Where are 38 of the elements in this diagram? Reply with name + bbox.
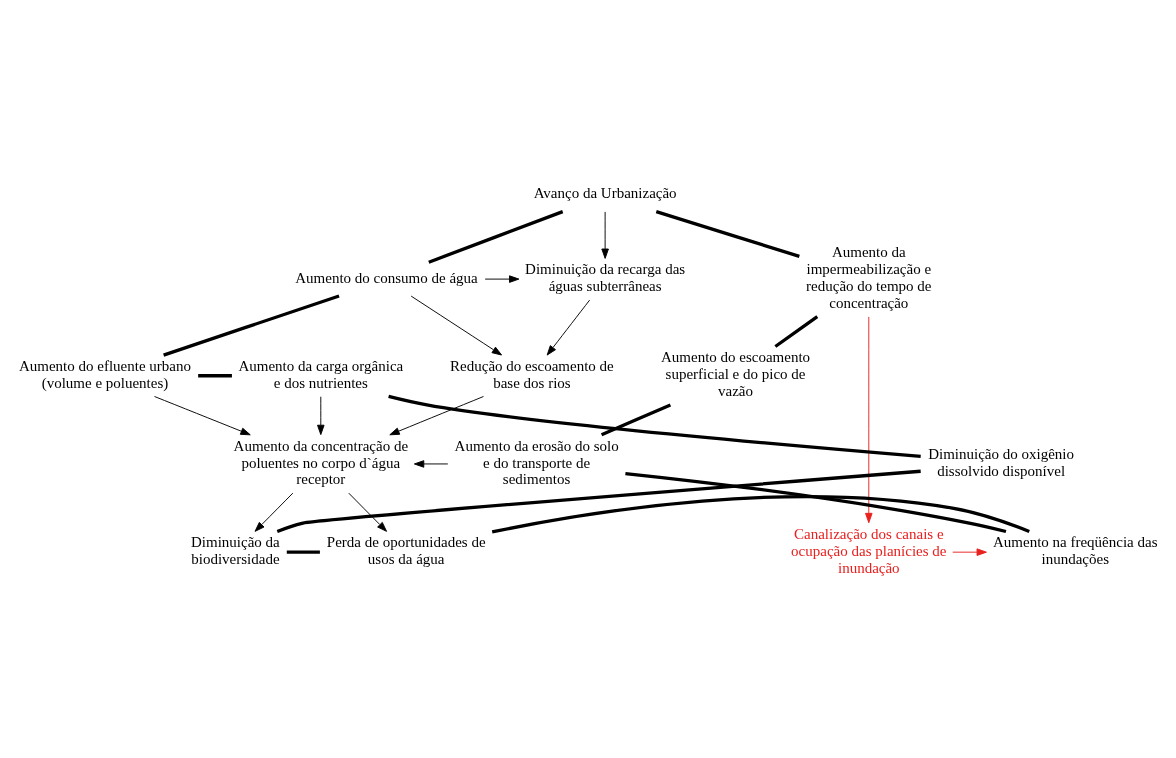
arrow [484, 274, 520, 283]
connector [600, 402, 672, 436]
node-text: Aumento do consumo de água [295, 269, 478, 286]
node-text: Perda de oportunidades de usos da água [326, 533, 486, 567]
arrow [154, 395, 251, 435]
arrow [254, 492, 294, 532]
connector [286, 550, 320, 554]
node-text: Aumento da concentração de poluentes no corpo d`água receptor [233, 437, 409, 487]
connector [774, 314, 819, 348]
connector [655, 209, 800, 258]
arrow [317, 395, 325, 435]
node-text: Aumento da carga orgânica e dos nutrientes [238, 357, 404, 391]
connector [625, 471, 1007, 533]
node-text: Aumento da erosão do solo e do transporte de sedimentos [454, 437, 619, 487]
arrow [952, 547, 987, 556]
arrow [348, 492, 388, 532]
connector [428, 209, 564, 264]
connector [491, 494, 1030, 534]
node-text: Diminuição da biodiversidade [191, 533, 280, 567]
node-text: Canalização dos canais e ocupação das planícies de inundação [791, 525, 947, 576]
arrow [865, 315, 873, 523]
arrow [413, 459, 449, 468]
node-text: Aumento da impermeabilização e redução do tempo de concentração [806, 243, 932, 311]
arrow [546, 299, 591, 356]
connector [388, 394, 921, 458]
node-text: Avanço da Urbanização [533, 184, 677, 201]
arrow [601, 210, 609, 259]
node-text: Diminuição da recarga das águas subterrâneas [525, 260, 686, 294]
node-text: Aumento na freqüência das inundações [992, 533, 1158, 567]
node-text: Aumento do efluente urbano (volume e poluentes) [18, 357, 191, 391]
connector [163, 293, 340, 357]
connector [198, 373, 232, 377]
node-text: Aumento do escoamento superficial e do pico de vazão [660, 348, 811, 399]
connector [276, 469, 921, 533]
arrow [410, 295, 503, 355]
node-text: Redução do escoamento de base dos rios [450, 357, 614, 391]
node-text: Diminuição do oxigênio dissolvido disponível [928, 445, 1075, 479]
arrow [389, 395, 484, 435]
